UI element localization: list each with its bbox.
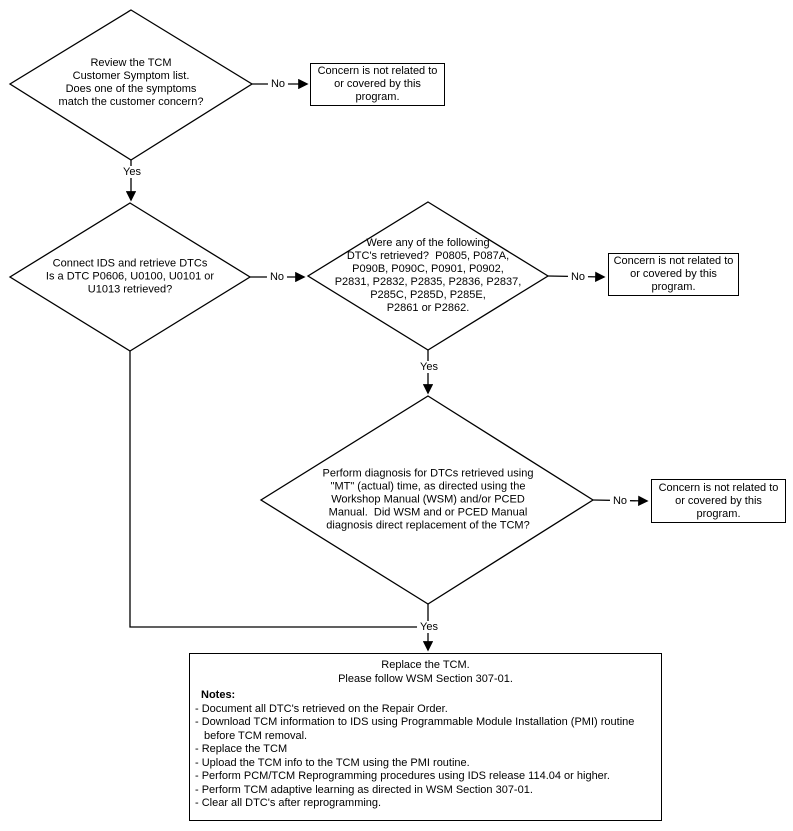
concern-box-2: Concern is not related to or covered by … <box>608 253 739 296</box>
notes-label: Notes: <box>201 689 236 701</box>
note-item: - Perform PCM/TCM Reprogramming procedur… <box>195 770 610 782</box>
note-item: - Download TCM information to IDS using … <box>195 716 635 742</box>
note-item: - Perform TCM adaptive learning as direc… <box>195 783 533 796</box>
note-item: - Upload the TCM info to the TCM using t… <box>195 756 470 769</box>
decision-dtc-text: Connect IDS and retrieve DTCs Is a DTC P… <box>45 257 215 296</box>
decision-dtc-list-text: Were any of the following DTC's retrieve… <box>334 237 522 314</box>
concern-box-3: Concern is not related to or covered by … <box>651 479 786 523</box>
connector-d2-yes-long <box>129 351 428 628</box>
note-item: - Document all DTC's retrieved on the Re… <box>195 702 448 715</box>
label-no-4: No <box>609 495 631 507</box>
label-no-3: No <box>567 271 589 283</box>
replace-tcm-box: Replace the TCM. Please follow WSM Secti… <box>189 653 662 821</box>
label-no-1: No <box>267 78 289 90</box>
concern-box-1: Concern is not related to or covered by … <box>310 63 445 106</box>
label-yes-3: Yes <box>417 361 441 373</box>
label-no-2: No <box>266 271 288 283</box>
label-yes-4: Yes <box>417 621 441 633</box>
label-yes-1: Yes <box>120 166 144 178</box>
replace-tcm-title-line2: Please follow WSM Section 307-01. <box>338 672 513 685</box>
decision-wsm-diagnosis-text: Perform diagnosis for DTCs retrieved usi… <box>322 467 534 532</box>
note-item: - Clear all DTC's after reprogramming. <box>195 797 382 809</box>
decision-symptom-text: Review the TCM Customer Symptom list. Do… <box>58 57 204 108</box>
replace-tcm-title-line1: Replace the TCM. <box>381 659 470 671</box>
note-item: - Replace the TCM <box>195 743 288 755</box>
